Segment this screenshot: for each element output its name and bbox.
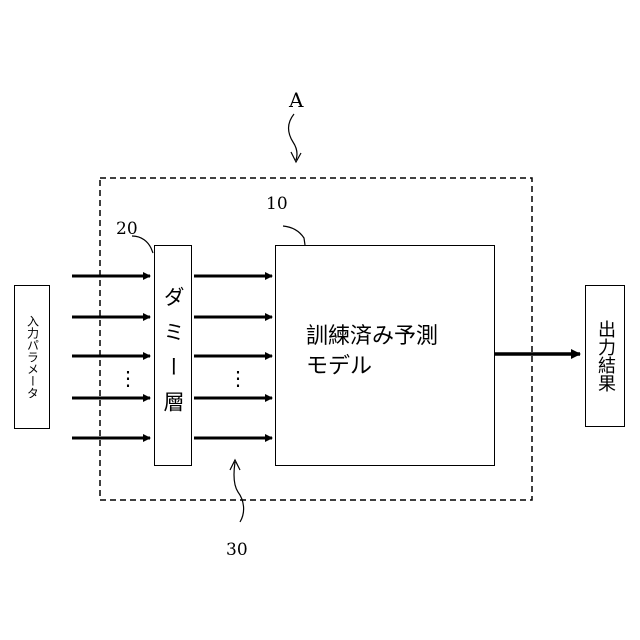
leader-arrowhead-a (291, 152, 301, 162)
dummy-layer-label: ダミー層 (155, 246, 191, 465)
connection-ref-label: 30 (226, 542, 248, 559)
input-ellipsis: ⋮ (118, 368, 138, 388)
dummy-layer-box: ダミー層 (154, 245, 192, 466)
model-ref-label: 10 (266, 196, 288, 213)
input-parameters-box: 入力パラメータ (14, 285, 50, 429)
input-parameters-text: 入力パラメータ (24, 315, 41, 399)
output-result-label: 出力結果 (586, 286, 624, 426)
output-result-text: 出力結果 (594, 320, 616, 392)
leader-line-a (289, 114, 297, 160)
trained-model-label: 訓練済み予測 モデル (306, 322, 438, 382)
trained-model-line2: モデル (306, 352, 438, 382)
input-parameters-label: 入力パラメータ (15, 286, 49, 428)
connection-ellipsis: ⋮ (228, 368, 248, 388)
dummy-ref-label: 20 (116, 221, 138, 238)
trained-model-box: 訓練済み予測 モデル (275, 245, 495, 466)
leader-line-30 (234, 462, 244, 522)
dummy-layer-text: ダミー層 (158, 286, 188, 426)
output-result-box: 出力結果 (585, 285, 625, 427)
trained-model-line1: 訓練済み予測 (306, 322, 438, 352)
leader-line-10 (283, 226, 305, 245)
system-ref-label: A (289, 90, 303, 110)
